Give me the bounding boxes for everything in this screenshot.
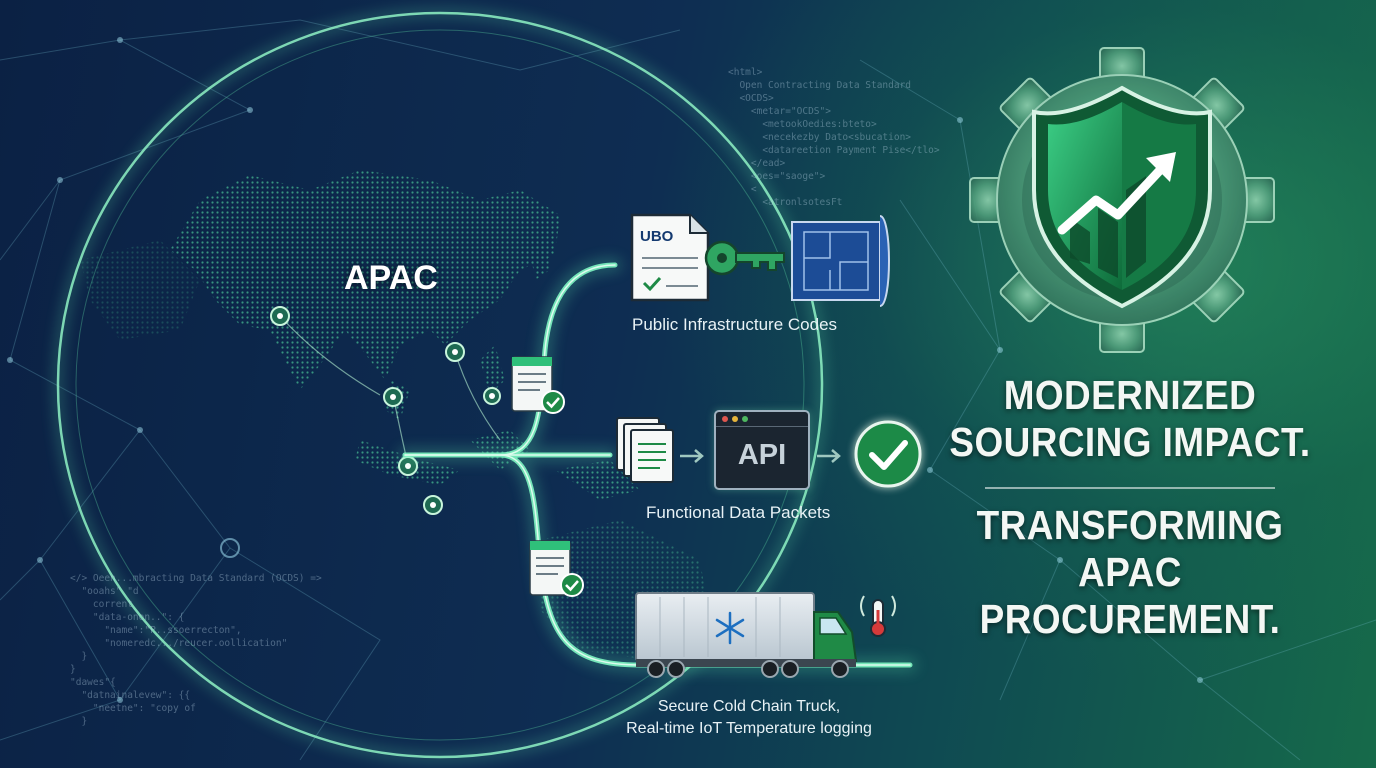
ubo-tag: UBO	[640, 228, 674, 245]
iot-thermometer-icon	[860, 595, 896, 637]
headline-line-1: Modernized	[1003, 372, 1257, 418]
data-packets-label: Functional Data Packets	[646, 503, 831, 522]
globe-ring	[54, 9, 826, 761]
cold-chain-label-line2: Real-time IoT Temperature logging	[626, 720, 872, 737]
headline-primary: Modernized Sourcing Impact.	[941, 372, 1319, 466]
code-snippet-bottom: </> Oeen...mbracting Data Standard (OCDS…	[70, 573, 322, 727]
shield-gear-emblem	[969, 47, 1275, 353]
headline-line-4: APAC	[1078, 549, 1182, 595]
window-maximize-dot	[742, 416, 748, 422]
region-label: APAC	[344, 259, 438, 297]
window-close-dot	[722, 416, 728, 422]
blueprint-icon	[791, 215, 890, 307]
snowflake-icon	[715, 611, 745, 645]
location-pins	[270, 306, 501, 515]
network-hub-node	[220, 538, 240, 558]
cold-chain-label: Secure Cold Chain Truck, Real-time IoT T…	[596, 696, 902, 740]
api-window: API	[714, 410, 810, 490]
api-window-titlebar	[716, 412, 808, 427]
arrow-icons	[680, 449, 841, 463]
window-minimize-dot	[732, 416, 738, 422]
api-label: API	[737, 439, 787, 471]
checklist-badge-lower	[529, 540, 584, 597]
ubo-document-icon	[630, 213, 710, 302]
headline-line-5: Procurement.	[979, 596, 1281, 642]
headline-divider	[985, 487, 1275, 489]
checklist-badge-upper	[511, 356, 565, 414]
infrastructure-label: Public Infrastructure Codes	[632, 315, 838, 334]
headline-line-2: Sourcing Impact.	[949, 419, 1311, 465]
data-packet-docs-icon	[616, 417, 674, 483]
cold-chain-label-line1: Secure Cold Chain Truck,	[657, 698, 841, 715]
headline-line-3: Transforming	[976, 502, 1284, 548]
headline-secondary: Transforming APAC Procurement.	[941, 502, 1319, 643]
cold-chain-truck-icon	[635, 592, 858, 678]
growth-chart-icon	[1057, 152, 1176, 278]
approved-check-icon	[854, 420, 922, 488]
key-icon	[704, 240, 785, 276]
network-nodes	[7, 37, 1203, 703]
code-snippet-top: <html> Open Contracting Data Standard <O…	[728, 67, 940, 208]
